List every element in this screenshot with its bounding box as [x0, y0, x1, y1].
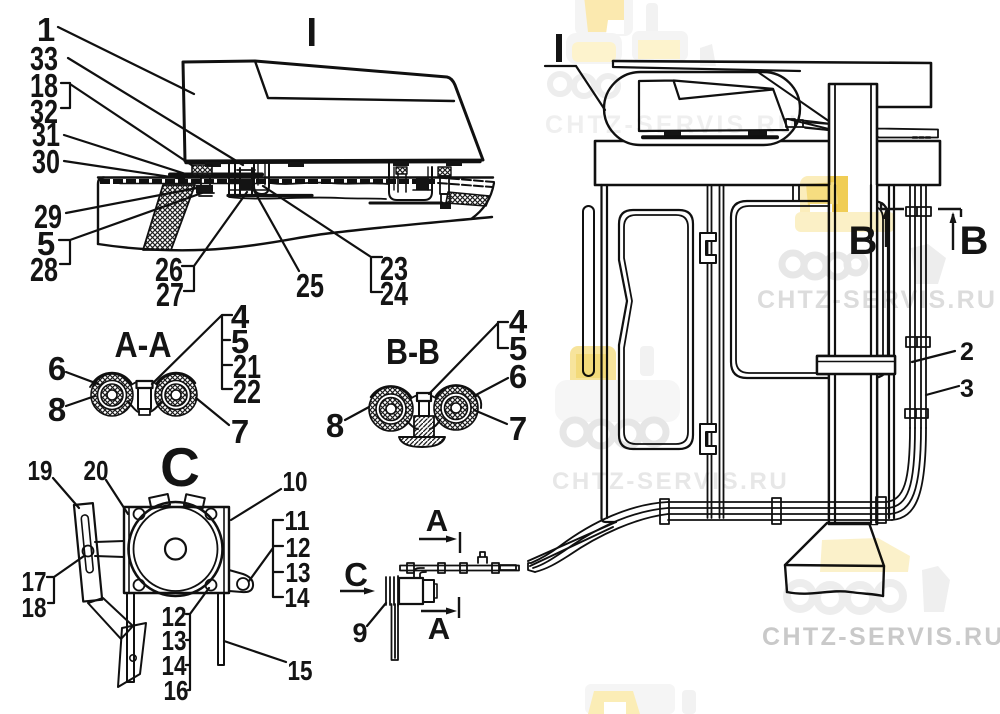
svg-text:14: 14 [162, 650, 187, 681]
svg-text:2: 2 [960, 338, 974, 366]
svg-text:22: 22 [233, 373, 261, 410]
svg-text:21: 21 [233, 348, 261, 385]
svg-text:10: 10 [283, 466, 308, 497]
svg-text:CHTZ-SERVIS.RU: CHTZ-SERVIS.RU [552, 468, 789, 495]
svg-text:5: 5 [37, 225, 55, 262]
svg-text:C: C [160, 436, 200, 498]
svg-text:9: 9 [352, 618, 367, 648]
svg-text:B: B [960, 219, 989, 263]
svg-text:26: 26 [155, 251, 183, 288]
svg-text:CHTZ-SERVIS.RU: CHTZ-SERVIS.RU [757, 286, 997, 314]
svg-text:1: 1 [37, 11, 55, 48]
svg-text:18: 18 [22, 592, 47, 623]
svg-text:CHTZ-SERVIS.RU: CHTZ-SERVIS.RU [762, 623, 1000, 651]
svg-text:11: 11 [285, 505, 310, 536]
svg-text:13: 13 [286, 557, 311, 588]
svg-text:23: 23 [380, 250, 408, 287]
svg-text:A-A: A-A [115, 324, 172, 365]
svg-text:20: 20 [84, 455, 109, 486]
svg-text:15: 15 [288, 655, 313, 686]
svg-text:14: 14 [285, 582, 310, 613]
svg-text:CHTZ-SERVIS.RU: CHTZ-SERVIS.RU [545, 111, 799, 139]
svg-text:31: 31 [32, 116, 60, 153]
svg-text:13: 13 [162, 625, 187, 656]
svg-text:5: 5 [231, 323, 249, 360]
svg-text:A: A [426, 503, 448, 538]
svg-text:B-B: B-B [386, 331, 440, 372]
svg-text:6: 6 [509, 358, 527, 395]
svg-text:25: 25 [296, 267, 324, 304]
svg-text:19: 19 [28, 455, 53, 486]
svg-text:30: 30 [32, 143, 60, 180]
svg-text:29: 29 [34, 198, 62, 235]
svg-text:17: 17 [22, 566, 47, 597]
svg-text:A: A [428, 611, 450, 646]
svg-text:12: 12 [162, 601, 187, 632]
svg-text:28: 28 [30, 251, 58, 288]
svg-text:3: 3 [960, 375, 974, 403]
svg-text:12: 12 [286, 532, 311, 563]
svg-text:6: 6 [48, 350, 66, 387]
svg-text:8: 8 [48, 391, 66, 428]
svg-text:33: 33 [30, 40, 58, 77]
svg-text:24: 24 [380, 275, 408, 312]
svg-text:32: 32 [30, 93, 58, 130]
svg-text:C: C [344, 556, 368, 593]
svg-text:27: 27 [156, 276, 184, 313]
svg-text:16: 16 [164, 675, 189, 706]
svg-text:4: 4 [509, 303, 528, 340]
svg-text:4: 4 [231, 298, 250, 335]
svg-text:5: 5 [509, 330, 527, 367]
svg-text:18: 18 [30, 67, 58, 104]
svg-text:7: 7 [509, 410, 527, 447]
svg-text:8: 8 [326, 407, 344, 444]
svg-text:7: 7 [231, 413, 249, 450]
